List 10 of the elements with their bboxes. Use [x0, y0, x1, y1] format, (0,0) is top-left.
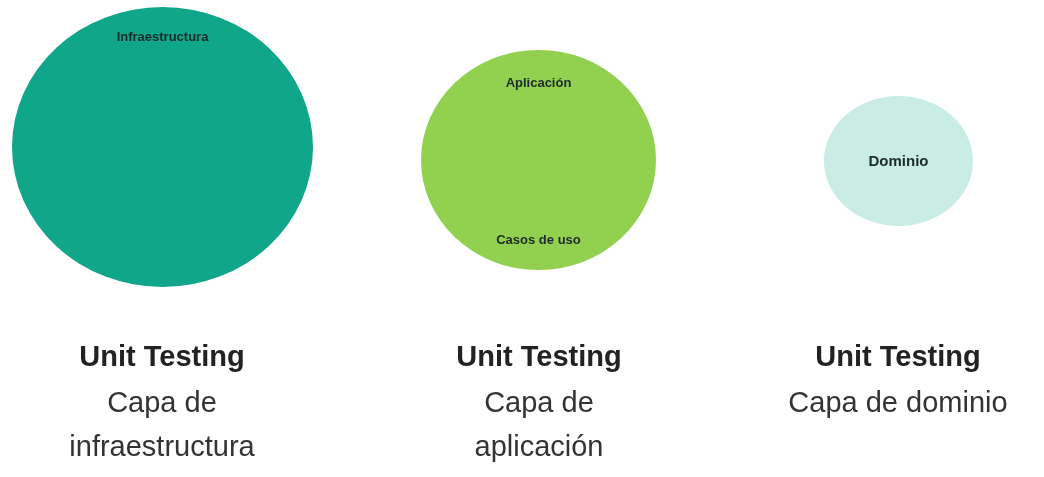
layer-label: Dominio — [868, 151, 929, 171]
caption-heading: Unit Testing — [815, 339, 981, 374]
caption-text: Capa de infraestructura — [68, 385, 256, 464]
caption-text: Capa de dominio — [788, 385, 1008, 420]
layer-label: Infraestructura — [116, 29, 209, 46]
caption-heading: Unit Testing — [456, 339, 622, 374]
layer-label: Casos de uso — [496, 231, 581, 248]
caption-text: Capa de aplicación — [473, 385, 605, 464]
caption-heading: Unit Testing — [79, 339, 245, 374]
layer-label: Aplicación — [505, 75, 572, 92]
